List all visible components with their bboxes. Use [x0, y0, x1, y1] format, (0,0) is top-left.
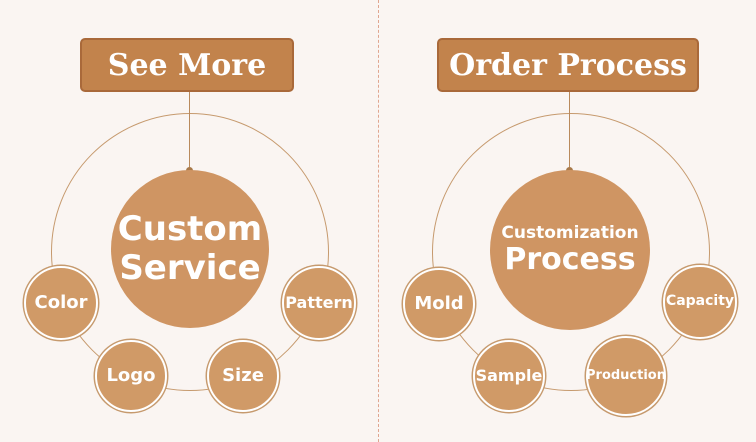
- center-divider: [378, 0, 379, 442]
- left-connector-line: [189, 92, 190, 172]
- pattern-node-label: Pattern: [285, 293, 353, 313]
- right-orbit-ring: [432, 113, 710, 391]
- capacity-node[interactable]: Capacity: [663, 265, 737, 339]
- sample-node-label: Sample: [475, 366, 543, 386]
- mold-node[interactable]: Mold: [403, 268, 475, 340]
- right-connector-line: [569, 92, 570, 172]
- see-more-banner[interactable]: See More: [80, 38, 294, 92]
- logo-node[interactable]: Logo: [95, 340, 167, 412]
- size-node-label: Size: [222, 364, 264, 386]
- custom-service-circle: Custom Service: [111, 170, 269, 328]
- production-node[interactable]: Production: [586, 336, 666, 416]
- pattern-node[interactable]: Pattern: [282, 266, 356, 340]
- customization-process-line2: Process: [504, 241, 636, 277]
- capacity-node-label: Capacity: [665, 293, 735, 310]
- customization-process-line1: Customization: [501, 222, 639, 243]
- size-node[interactable]: Size: [207, 340, 279, 412]
- sample-node[interactable]: Sample: [473, 340, 545, 412]
- mold-node-label: Mold: [414, 292, 464, 314]
- custom-service-line1: Custom: [117, 208, 263, 249]
- order-process-banner[interactable]: Order Process: [437, 38, 699, 92]
- color-node-label: Color: [34, 291, 88, 313]
- customization-process-circle: Customization Process: [490, 170, 650, 330]
- logo-node-label: Logo: [106, 364, 156, 386]
- custom-service-line2: Service: [119, 248, 261, 288]
- left-orbit-ring: [51, 113, 329, 391]
- color-node[interactable]: Color: [24, 266, 98, 340]
- production-node-label: Production: [586, 367, 666, 383]
